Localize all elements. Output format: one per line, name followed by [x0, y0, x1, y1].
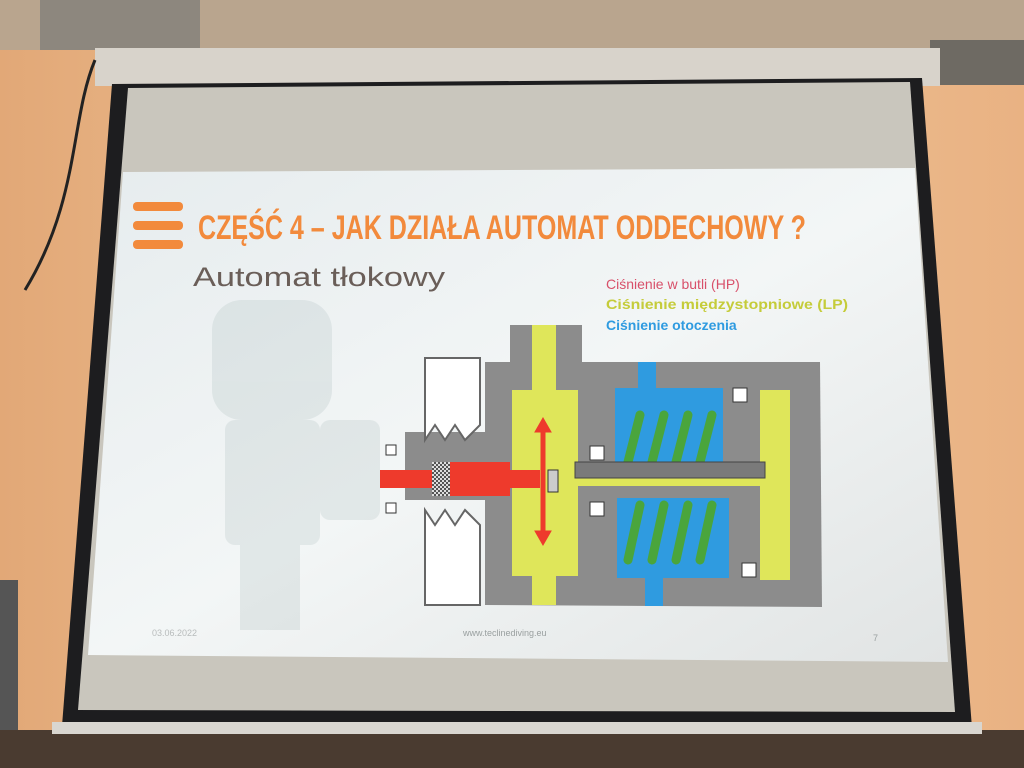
flow-arrow-icon	[534, 416, 552, 547]
yoke-jaws	[424, 357, 481, 606]
hp-seat	[450, 462, 510, 496]
footer-date: 03.06.2022	[152, 628, 197, 638]
legend-lp: Ciśnienie międzystopniowe (LP)	[606, 296, 848, 312]
regulator-ghost-image	[212, 300, 380, 630]
person-silhouette	[0, 580, 18, 730]
slide: CZĘŚĆ 4 – JAK DZIAŁA AUTOMAT ODDECHOWY ?…	[88, 168, 948, 662]
filter	[432, 462, 450, 496]
piston-regulator-diagram	[380, 325, 822, 607]
slide-subtitle: Automat tłokowy	[193, 262, 446, 292]
menu-logo-icon	[133, 202, 183, 249]
piston-stem	[574, 461, 766, 479]
ceiling-vent	[930, 40, 1024, 85]
legend-ambient: Ciśnienie otoczenia	[606, 317, 737, 333]
o-rings	[385, 387, 757, 578]
cable-tray	[40, 0, 200, 50]
slide-title: CZĘŚĆ 4 – JAK DZIAŁA AUTOMAT ODDECHOWY ?	[198, 209, 806, 247]
spring	[623, 410, 717, 565]
cable	[23, 59, 97, 291]
legend-hp: Ciśnienie w butli (HP)	[606, 276, 740, 292]
screen-bottom-bar	[52, 722, 982, 734]
footer-page-number: 7	[873, 633, 878, 643]
footer-website: www.teclinediving.eu	[462, 628, 547, 638]
lab-bench	[0, 730, 1024, 768]
hp-inlet	[380, 470, 434, 488]
